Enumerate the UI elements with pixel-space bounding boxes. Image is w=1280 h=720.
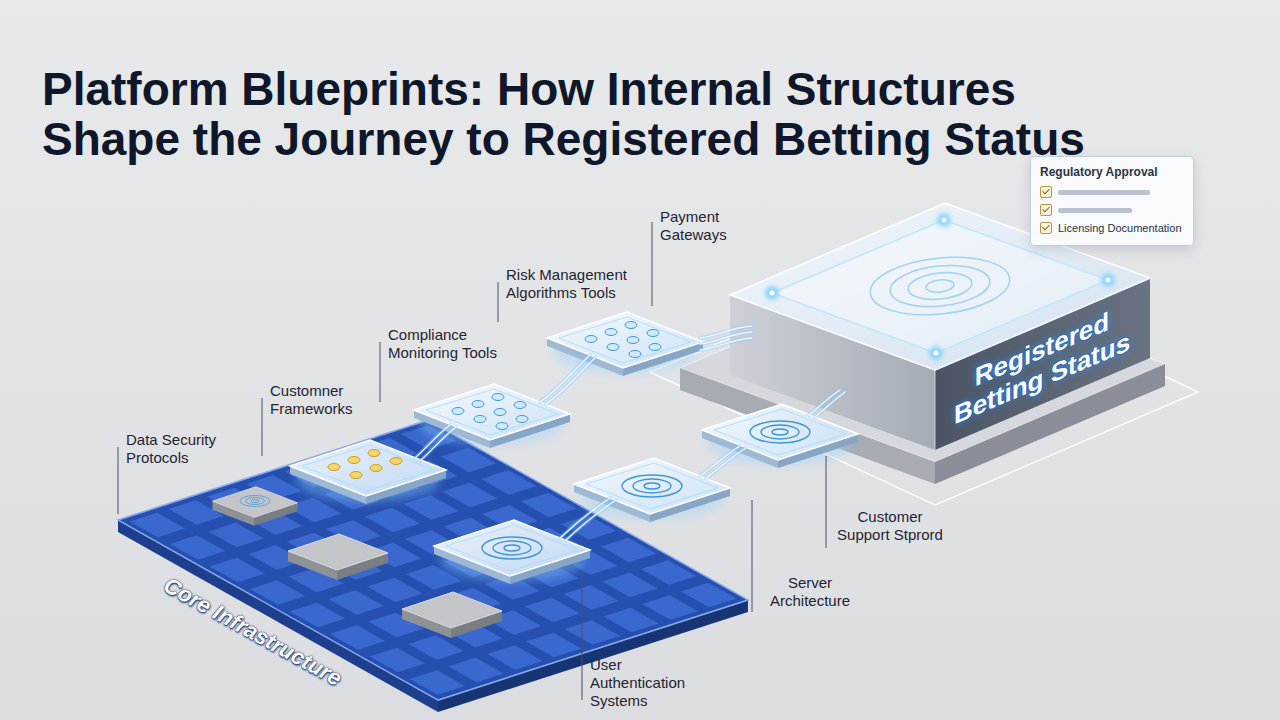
wire [560,498,610,538]
wire [815,392,845,417]
wire [706,448,746,478]
wire [809,390,840,415]
icon-ring [240,496,270,507]
leader-line [380,342,381,402]
checklist-row: Licensing Documentation [1040,219,1184,237]
icon-dots [328,450,402,479]
grid-plane [118,420,748,700]
check-box [1040,222,1052,234]
ring-line [867,251,1012,321]
leader-line [826,456,827,548]
wire [415,425,450,458]
checklist-panel: Regulatory ApprovalLicensing Documentati… [1030,156,1194,246]
wire [566,500,616,540]
gray-slab [213,487,298,526]
ring-line [925,279,954,294]
wire [700,446,740,476]
icon-ring [482,537,542,559]
glass-tile [547,312,703,376]
leader-line [582,572,583,700]
leader-line [652,222,653,306]
checklist-row [1040,201,1184,219]
wire [421,427,456,460]
callout-label: Customer Support Stprord [832,508,948,544]
check-box [1040,204,1052,216]
check-mark [1042,223,1050,231]
wire [700,338,752,350]
wire [566,500,616,540]
checklist-item: Licensing Documentation [1058,221,1182,235]
callout-label: Data Security Protocols [126,431,241,467]
leader-line [498,282,499,322]
wire [809,390,840,415]
check-mark [1042,187,1050,195]
leader-lines [118,222,826,700]
wire [415,425,450,458]
gray-slab [402,592,502,638]
wire [421,427,456,460]
callout-label: Payment Gateways [660,208,760,244]
plate-rings [867,251,1012,321]
edge-highlight [935,370,936,450]
icon-dots [452,394,528,430]
gray-slab [288,534,388,580]
wire [700,332,752,344]
glow-dot [1101,273,1115,287]
glow-dot [934,351,939,356]
glow-dot [937,213,951,227]
icon-dots [585,322,661,358]
leader-line [752,500,753,612]
callout-label: Risk Management Algorithms Tools [506,266,656,302]
glow-dot [1106,278,1111,283]
ring-line [907,270,973,303]
panel-heading: Regulatory Approval [1040,164,1184,180]
leader-line [262,398,263,456]
glass-tile [547,312,703,376]
callout-label: Customner Frameworks [270,382,375,418]
check-box [1040,186,1052,198]
wire [700,326,752,338]
callout-label: User Authentication Systems [590,656,690,710]
icon-ring [622,475,682,497]
check-mark [1042,205,1050,213]
wire [700,446,740,476]
wire [546,357,596,404]
glow-dot [770,291,775,296]
blurred-text-bar [1058,208,1132,213]
glow-dot [929,346,943,360]
checklist-row [1040,183,1184,201]
callout-label: Server Architecture [760,574,860,610]
callout-label: Compliance Monitoring Tools [388,326,523,362]
glow-dot [765,286,779,300]
wire [546,357,596,404]
glow-dot [942,218,947,223]
wire [560,498,610,538]
wire [540,355,590,402]
wire [540,355,590,402]
wire [700,338,752,350]
leader-line [118,447,119,514]
grid-surface [118,420,748,700]
diagram-title: Platform Blueprints: How Internal Struct… [42,64,1102,164]
wire [706,448,746,478]
icon-ring [750,421,810,443]
blurred-text-bar [1058,190,1150,195]
ring-line [888,261,992,311]
